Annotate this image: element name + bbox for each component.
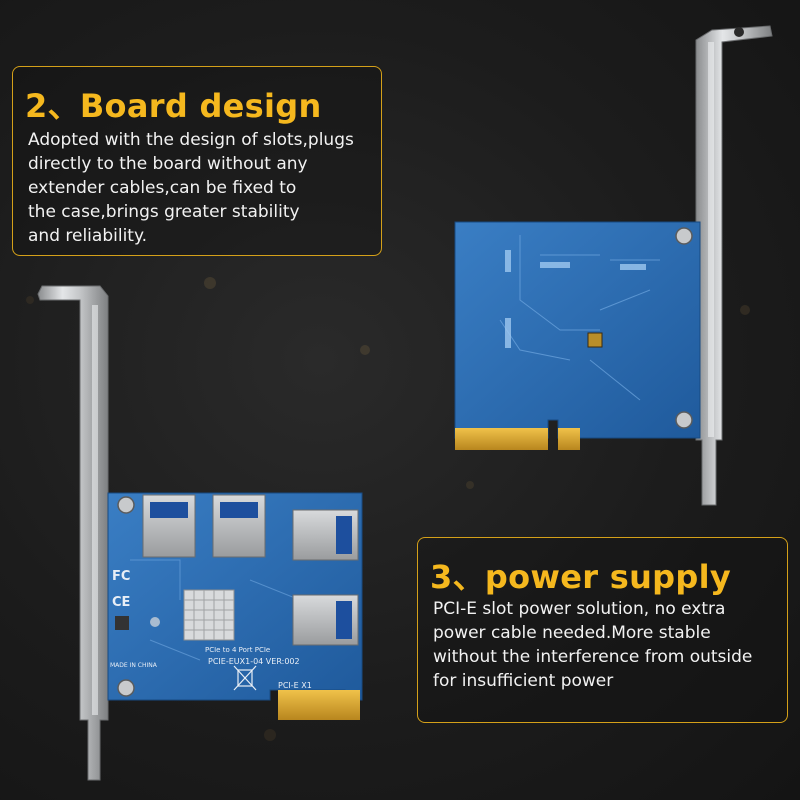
description-line: PCI-E slot power solution, no extra: [433, 599, 726, 619]
pcie-gold-fingers-front: [278, 690, 360, 720]
description-line: without the interference from outside: [433, 647, 753, 667]
riser-card-back: [454, 25, 773, 506]
description-line: directly to the board without any: [28, 154, 308, 174]
callout-board-design: 2、Board design Adopted with the design o…: [12, 66, 382, 256]
screw-icon: [675, 227, 693, 245]
usb-port: [142, 494, 196, 558]
heatsink: [183, 589, 235, 641]
model-label: PCIE-EUX1-04 VER:002: [208, 657, 300, 666]
power-supply-description: PCI-E slot power solution, no extra powe…: [433, 597, 783, 693]
description-line: power cable needed.More stable: [433, 623, 711, 643]
description-line: the case,brings greater stability: [28, 202, 300, 222]
screw-icon: [675, 411, 693, 429]
description-line: and reliability.: [28, 226, 147, 246]
pcie-gold-fingers-back: [455, 428, 580, 450]
pcie-x1-label: PCI-E X1: [278, 681, 312, 690]
screw-icon: [117, 496, 135, 514]
weee-bin-icon: [233, 665, 257, 691]
mounting-bracket-front: [37, 285, 109, 781]
fc-mark: FC: [112, 569, 130, 584]
made-in-label: MADE IN CHINA: [110, 662, 158, 669]
mounting-bracket-back: [695, 25, 773, 506]
board-design-description: Adopted with the design of slots,plugs d…: [28, 128, 378, 248]
ce-mark: CE: [112, 595, 130, 610]
port-label: PCIe to 4 Port PCIe: [205, 646, 270, 654]
background-bokeh: [26, 277, 750, 741]
callout-power-supply: 3、power supply PCI-E slot power solution…: [417, 537, 788, 723]
screw-icon: [117, 679, 135, 697]
description-line: Adopted with the design of slots,plugs: [28, 130, 354, 150]
power-supply-heading: 3、power supply: [430, 558, 732, 596]
description-line: for insufficient power: [433, 671, 614, 691]
usb-port: [212, 494, 266, 558]
usb-port: [292, 594, 359, 646]
riser-card-front: FC CE MADE IN CHINA PCIe to 4 Port PCIe …: [37, 285, 363, 781]
description-line: extender cables,can be fixed to: [28, 178, 297, 198]
board-design-heading: 2、Board design: [25, 87, 322, 125]
usb-port: [292, 509, 359, 561]
